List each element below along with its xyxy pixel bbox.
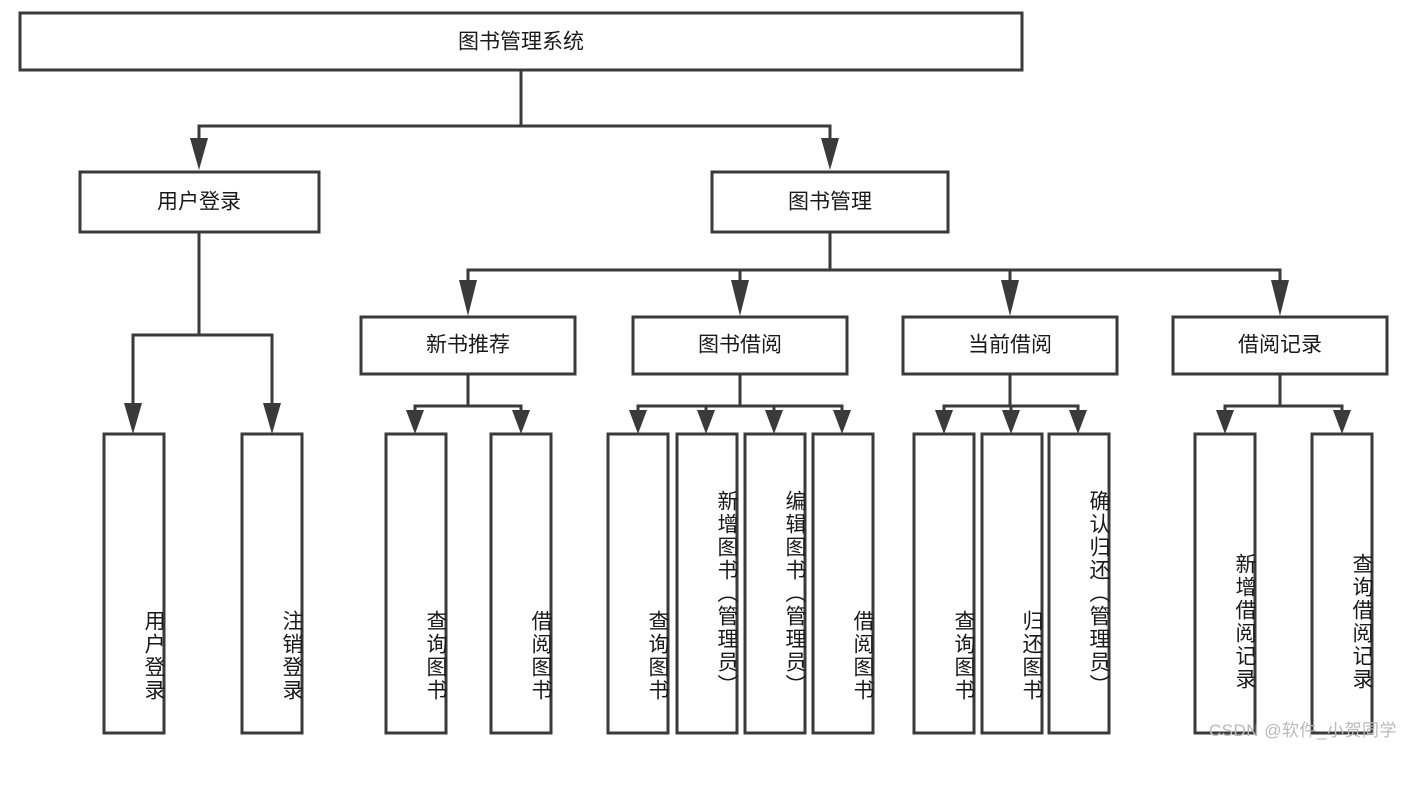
arrowhead-cb-2 <box>1002 410 1020 434</box>
connector-group-current-borrow-to-leaves <box>935 372 1087 434</box>
leaf-box-current-borrow-1[interactable] <box>980 432 1044 735</box>
arrowhead-nb-1 <box>406 410 424 434</box>
connector-group-root-to-level2 <box>190 68 839 170</box>
arrowhead-br-2 <box>1333 410 1351 434</box>
node-borrow-record[interactable]: 借阅记录 <box>1171 315 1389 376</box>
node-new-book-recommend-box[interactable] <box>359 315 577 376</box>
leaf-box-book-borrow-2[interactable] <box>743 432 807 735</box>
arrowhead-book-borrow <box>731 280 749 316</box>
arrowhead-current-borrow <box>1001 280 1019 316</box>
arrowhead-bb-1 <box>629 410 647 434</box>
arrowhead-borrow-record <box>1271 280 1289 316</box>
arrowhead-cb-1 <box>935 410 953 434</box>
leaf-boxes-user-login <box>102 432 304 735</box>
leaf-box-borrow-record-0[interactable] <box>1193 432 1257 735</box>
node-new-book-recommend[interactable]: 新书推荐 <box>359 315 577 376</box>
connector-group-borrow-record-to-leaves <box>1216 372 1351 434</box>
hierarchy-diagram-svg: 图书管理系统 用户登录 图书管理 新书推荐 图书借阅 当前借阅 借阅记录 <box>18 11 1389 735</box>
arrowhead-bb-3 <box>765 410 783 434</box>
node-new-book-recommend-label: 新书推荐 <box>426 334 510 357</box>
leaf-boxes-borrow-record <box>1193 432 1374 735</box>
node-root-box[interactable] <box>18 11 1024 72</box>
leaf-box-current-borrow-0[interactable] <box>912 432 976 735</box>
leaf-box-user-login-1[interactable] <box>240 432 304 735</box>
node-user-login[interactable]: 用户登录 <box>78 170 321 234</box>
arrowhead-cb-3 <box>1069 410 1087 434</box>
arrowhead-user-login <box>190 138 208 170</box>
leaf-box-new-book-0[interactable] <box>384 432 448 735</box>
arrowhead-leaf-logout <box>263 403 281 434</box>
leaf-box-user-login-0[interactable] <box>102 432 166 735</box>
node-book-borrow[interactable]: 图书借阅 <box>631 315 849 376</box>
node-current-borrow-box[interactable] <box>901 315 1119 376</box>
node-current-borrow-label: 当前借阅 <box>968 334 1052 357</box>
node-user-login-label: 用户登录 <box>157 191 241 214</box>
leaf-box-new-book-1[interactable] <box>489 432 553 735</box>
leaf-box-book-borrow-0[interactable] <box>606 432 670 735</box>
node-book-manage-label: 图书管理 <box>788 191 872 214</box>
arrowhead-br-1 <box>1216 410 1234 434</box>
leaf-box-borrow-record-1[interactable] <box>1310 432 1374 735</box>
csdn-watermark: CSDN @软件_小贺同学 <box>1208 721 1397 740</box>
node-book-borrow-label: 图书借阅 <box>698 334 782 357</box>
diagram-canvas: 图书管理系统 用户登录 图书管理 新书推荐 图书借阅 当前借阅 借阅记录 <box>18 11 1397 740</box>
node-book-manage[interactable]: 图书管理 <box>710 170 950 234</box>
arrowhead-nb-2 <box>512 410 530 434</box>
connector-group-book-manage-to-level3 <box>459 230 1289 316</box>
arrowhead-leaf-user-login <box>124 403 142 434</box>
leaf-boxes-book-borrow <box>606 432 875 735</box>
arrowhead-book-manage <box>821 138 839 170</box>
node-root[interactable]: 图书管理系统 <box>18 11 1024 72</box>
leaf-box-book-borrow-3[interactable] <box>811 432 875 735</box>
leaf-boxes-new-book-recommend <box>384 432 553 735</box>
leaf-box-book-borrow-1[interactable] <box>675 432 739 735</box>
node-current-borrow[interactable]: 当前借阅 <box>901 315 1119 376</box>
node-user-login-box[interactable] <box>78 170 321 234</box>
node-book-manage-box[interactable] <box>710 170 950 234</box>
node-borrow-record-label: 借阅记录 <box>1238 334 1322 357</box>
leaf-boxes-current-borrow <box>912 432 1111 735</box>
node-root-label: 图书管理系统 <box>458 31 584 54</box>
connector-group-book-borrow-to-leaves <box>629 372 851 434</box>
node-book-borrow-box[interactable] <box>631 315 849 376</box>
node-borrow-record-box[interactable] <box>1171 315 1389 376</box>
leaf-box-current-borrow-2[interactable] <box>1047 432 1111 735</box>
arrowhead-bb-2 <box>697 410 715 434</box>
arrowhead-bb-4 <box>833 410 851 434</box>
connector-group-user-login-to-leaves <box>124 230 281 434</box>
arrowhead-new-book <box>459 280 477 316</box>
connector-group-new-book-to-leaves <box>406 372 530 434</box>
